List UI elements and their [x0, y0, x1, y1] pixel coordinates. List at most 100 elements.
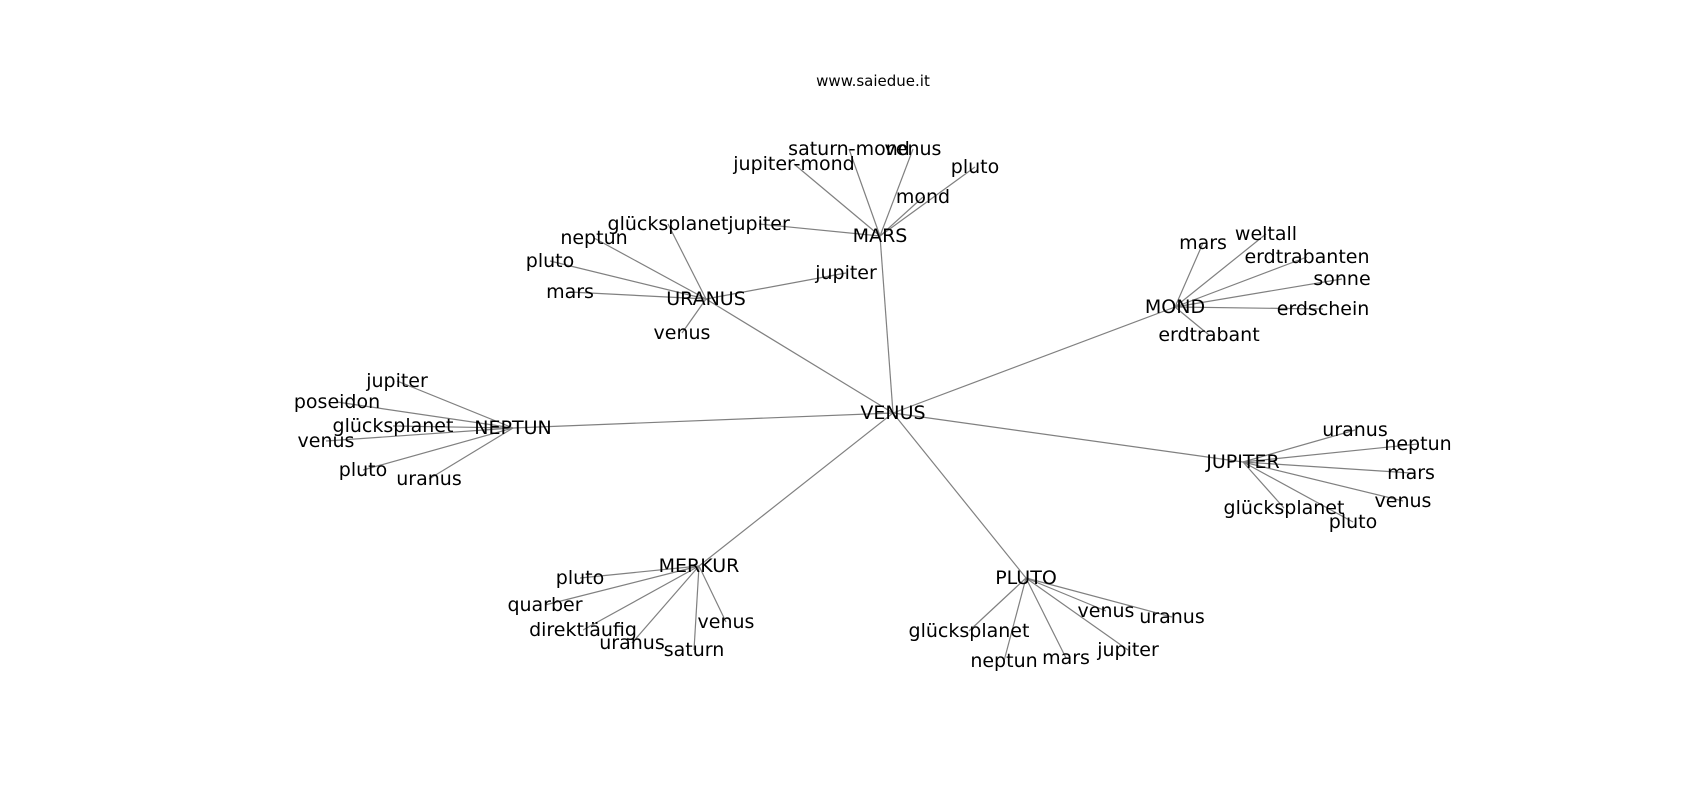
edge-pluto-4	[1025, 577, 1173, 618]
node-hub-jupiter: JUPITER	[1205, 451, 1279, 473]
edges	[325, 148, 1419, 662]
node-root: VENUS	[860, 402, 925, 424]
edge-mond-5	[1174, 306, 1210, 336]
edge-uranus-0	[667, 223, 707, 300]
edge-mars-5	[758, 223, 881, 237]
edge-merkur-1	[544, 565, 700, 606]
edge-mond-2	[1174, 256, 1308, 308]
edge-pluto-5	[1025, 577, 1129, 651]
node-leaf: erdschein	[1277, 298, 1370, 320]
edge-root-mars	[879, 235, 894, 414]
node-leaf: erdtrabant	[1158, 324, 1259, 346]
edge-neptun-5	[428, 427, 514, 480]
edge-uranus-4	[681, 298, 707, 334]
edge-jupiter-5	[1242, 461, 1354, 523]
edge-mars-2	[793, 163, 881, 237]
edge-mars-4	[879, 196, 924, 237]
node-leaf: pluto	[339, 459, 387, 481]
node-leaf: pluto	[556, 567, 604, 589]
node-leaf: neptun	[560, 227, 627, 249]
edge-root-jupiter	[892, 412, 1244, 463]
edge-mars-1	[879, 148, 914, 237]
node-leaf: mars	[546, 281, 594, 303]
node-leaf: glücksplanet	[333, 415, 454, 437]
node-leaf: jupiter	[1096, 639, 1159, 661]
node-hub-neptun: NEPTUN	[474, 417, 551, 439]
edge-mond-4	[1174, 306, 1324, 310]
site-caption: www.saiedue.it	[816, 72, 930, 90]
node-hub-merkur: MERKUR	[659, 555, 740, 577]
node-leaf: mars	[1042, 647, 1090, 669]
node-leaf: pluto	[526, 250, 574, 272]
edge-root-pluto	[892, 412, 1027, 579]
node-leaf: mond	[896, 186, 950, 208]
edge-root-mond	[892, 306, 1176, 414]
node-leaf: uranus	[396, 468, 461, 490]
node-hub-mond: MOND	[1145, 296, 1205, 318]
node-leaf: uranus	[1322, 419, 1387, 441]
edge-merkur-3	[631, 565, 700, 644]
node-leaf: uranus	[599, 632, 664, 654]
node-leaf: uranus	[1139, 606, 1204, 628]
edge-uranus-5	[705, 272, 847, 300]
edge-jupiter-0	[1242, 429, 1356, 463]
edge-root-merkur	[698, 412, 894, 567]
edge-neptun-1	[336, 401, 514, 429]
node-leaf: jupiter	[727, 213, 790, 235]
node-leaf: saturn	[664, 639, 725, 661]
node-leaf: venus	[698, 611, 755, 633]
node-leaf: venus	[298, 430, 355, 452]
node-leaf: neptun	[970, 650, 1037, 672]
edge-mars-0	[848, 148, 881, 237]
node-leaf: quarber	[507, 594, 582, 616]
edge-pluto-0	[968, 577, 1027, 632]
node-leaf: venus	[654, 322, 711, 344]
node-leaf: glücksplanet	[909, 620, 1030, 642]
node-leaf: erdtrabanten	[1244, 246, 1369, 268]
node-leaf: glücksplanet	[608, 213, 729, 235]
edge-root-uranus	[705, 298, 894, 414]
node-hub-pluto: PLUTO	[995, 567, 1057, 589]
edge-jupiter-3	[1242, 461, 1404, 502]
node-leaf: venus	[1375, 490, 1432, 512]
edge-jupiter-2	[1242, 461, 1412, 474]
edge-uranus-3	[569, 291, 707, 300]
node-hub-mars: MARS	[853, 225, 908, 247]
node-leaf: neptun	[1384, 433, 1451, 455]
edge-mond-0	[1174, 242, 1204, 308]
node-leaf: saturn-mond	[788, 138, 910, 160]
node-leaf: jupiter-mond	[732, 153, 855, 175]
edge-neptun-2	[392, 425, 514, 429]
edge-uranus-2	[549, 260, 707, 300]
node-leaf: direktläufig	[529, 619, 637, 641]
node-leaf: pluto	[1329, 511, 1377, 533]
node-leaf: jupiter	[814, 262, 877, 284]
node-leaf: mars	[1179, 232, 1227, 254]
node-leaf: sonne	[1313, 268, 1370, 290]
edge-pluto-3	[1025, 577, 1107, 612]
edge-jupiter-4	[1242, 461, 1285, 509]
edge-neptun-4	[362, 427, 514, 471]
node-hub-uranus: URANUS	[666, 288, 746, 310]
edge-uranus-1	[593, 237, 707, 300]
node-leaf: glücksplanet	[1224, 497, 1345, 519]
edge-mond-1	[1174, 233, 1267, 308]
node-leaf: weltall	[1235, 223, 1297, 245]
edge-jupiter-1	[1242, 443, 1419, 463]
edge-mond-3	[1174, 278, 1343, 308]
node-leaf: venus	[885, 138, 942, 160]
node-leaf: poseidon	[294, 391, 380, 413]
edge-pluto-2	[1025, 577, 1067, 659]
edge-mars-3	[879, 166, 976, 237]
edge-merkur-5	[693, 565, 700, 651]
edge-neptun-3	[325, 427, 514, 442]
edge-neptun-0	[396, 380, 514, 429]
node-leaf: mars	[1387, 462, 1435, 484]
node-leaf: venus	[1078, 600, 1135, 622]
node-leaf: pluto	[951, 156, 999, 178]
node-leaf: jupiter	[365, 370, 428, 392]
edge-merkur-4	[698, 565, 727, 623]
